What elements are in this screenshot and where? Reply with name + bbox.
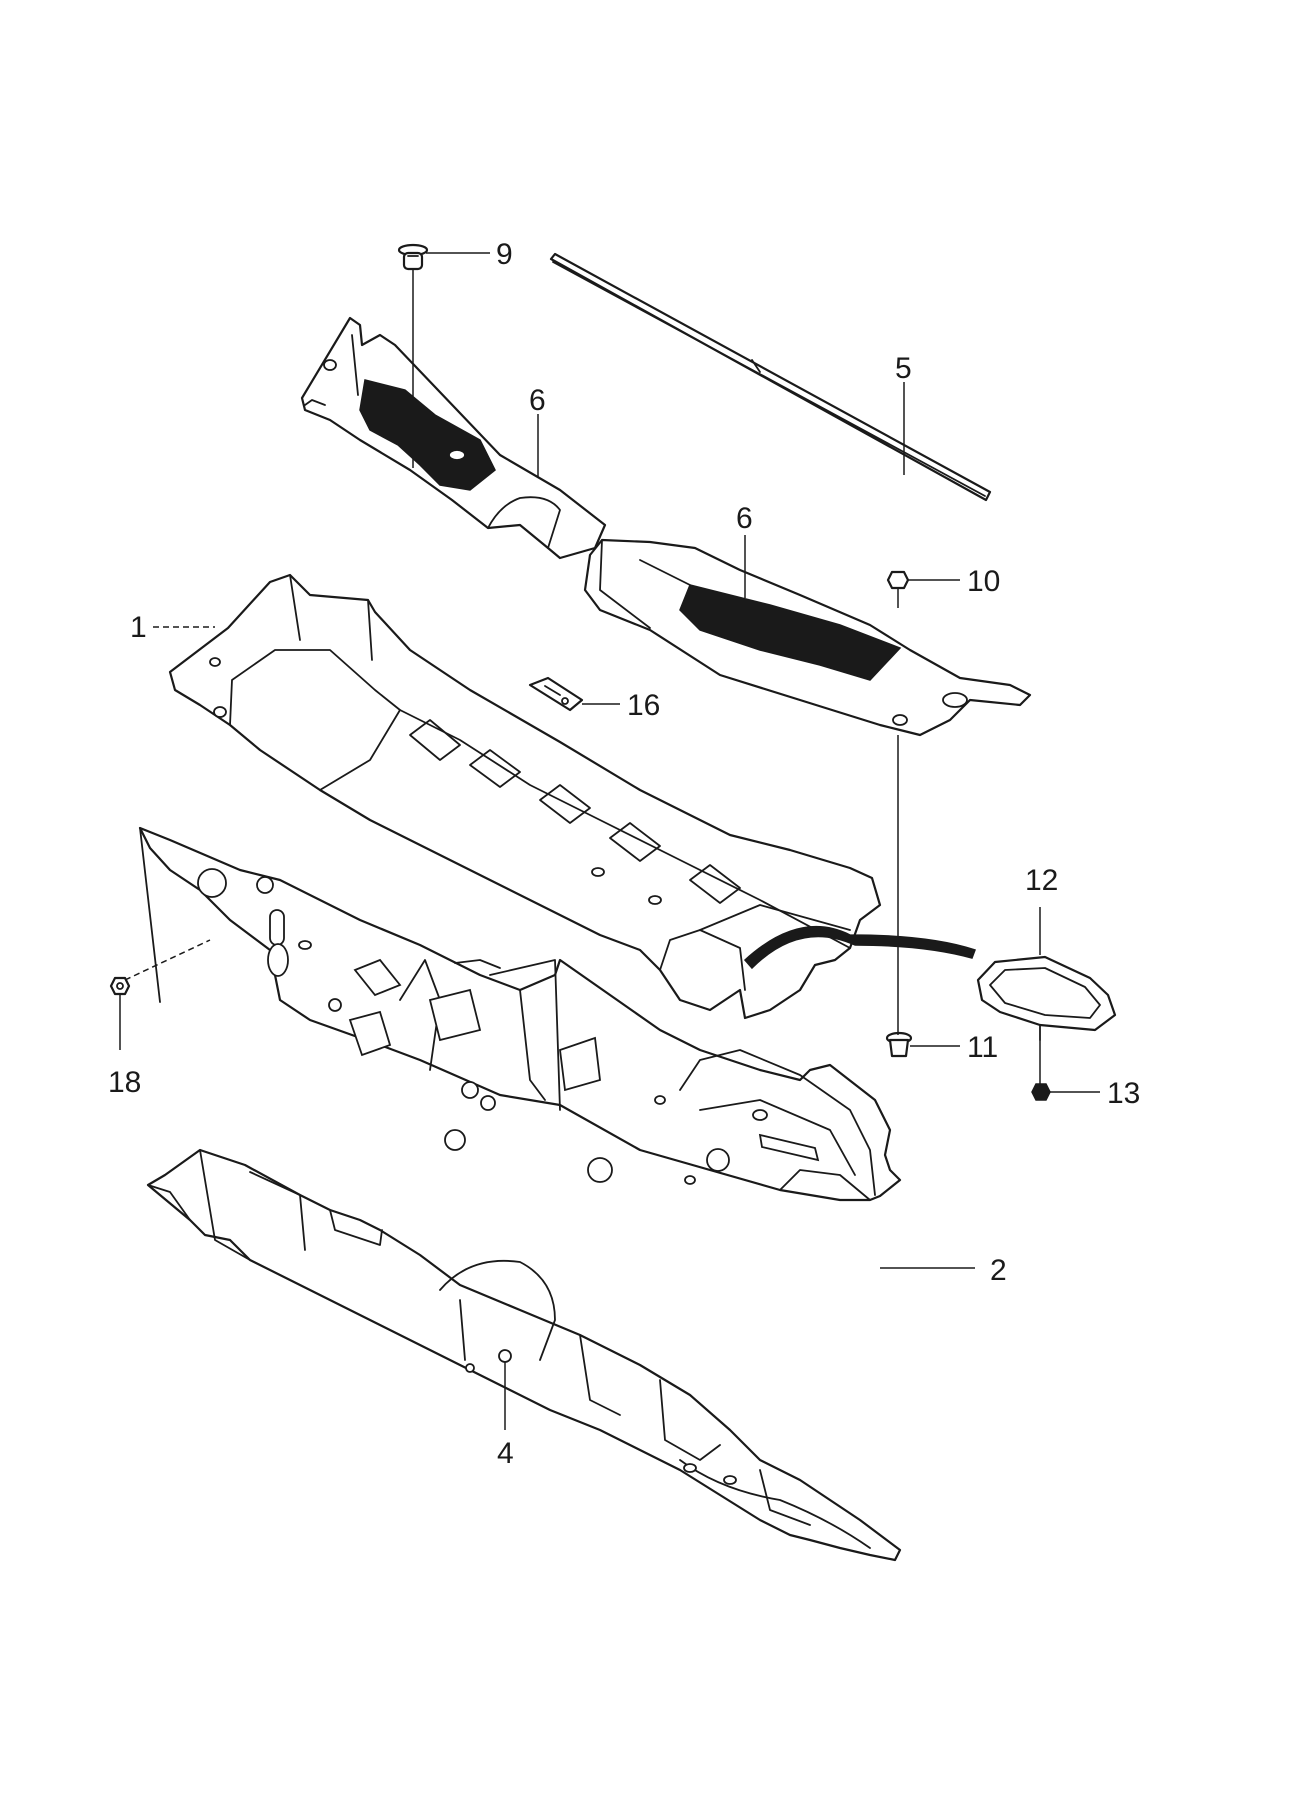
cowl-top-right-part-6	[583, 538, 1032, 737]
leader-lines	[119, 252, 1100, 1430]
callout-2: 2	[990, 1254, 1007, 1287]
dash-insulator-part-4	[146, 1148, 902, 1562]
bracket-part-16	[528, 676, 584, 712]
callout-12: 12	[1025, 864, 1058, 897]
weatherstrip-part-5	[549, 252, 992, 502]
callout-11: 11	[967, 1031, 998, 1064]
callout-4: 4	[497, 1437, 514, 1470]
callout-5: 5	[895, 352, 912, 385]
callout-6-lower: 6	[736, 502, 753, 535]
nut-part-13	[1031, 1083, 1051, 1101]
callout-6-upper: 6	[529, 384, 546, 417]
callout-10: 10	[967, 565, 1000, 598]
callout-18: 18	[108, 1066, 141, 1099]
clip-part-9	[397, 243, 429, 271]
nut-part-18	[109, 976, 131, 996]
callout-labels: 1 2 4 5 6 6 9 10 11 12 13 16 18	[108, 238, 1140, 1470]
grommet-part-11	[885, 1031, 913, 1058]
cowl-top-left-part-6	[300, 316, 607, 560]
callout-16: 16	[627, 689, 660, 722]
cowl-panel-part-1	[168, 573, 976, 1020]
dash-panel-part-2	[138, 826, 902, 1202]
cover-part-12	[976, 955, 1117, 1041]
callout-13: 13	[1107, 1077, 1140, 1110]
callout-9: 9	[496, 238, 513, 271]
callout-1: 1	[130, 611, 147, 644]
screw-part-10	[886, 570, 910, 608]
